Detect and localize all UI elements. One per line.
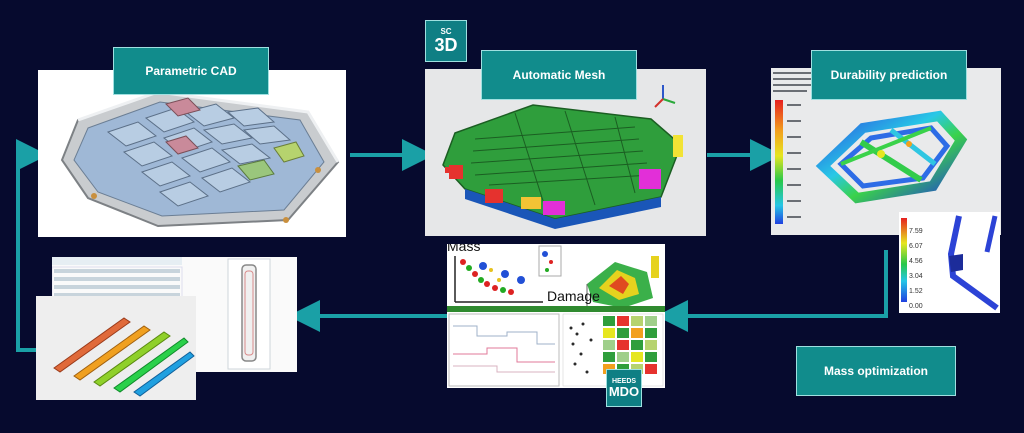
durability-contour: [773, 72, 968, 224]
design-table-screenshot: [52, 257, 271, 370]
pareto-plot: [454, 256, 543, 303]
heeds-logo-bottom: MDO: [608, 384, 640, 399]
mass-optimization-label-text: Mass optimization: [823, 364, 928, 378]
mass-optimization-label: Mass optimization: [796, 346, 956, 396]
tick-label: 0.00: [909, 303, 923, 310]
parametric-bars-panel: [36, 296, 196, 400]
tick-label: 6.07: [909, 243, 923, 250]
mesh-panel: [425, 69, 706, 236]
axis-triad-icon: [654, 85, 676, 108]
heeds-results-panel: Mass Damage: [447, 244, 665, 388]
pareto-y-label: Mass: [447, 244, 481, 254]
parametric-bars-model: [53, 317, 195, 397]
mesh-label: Automatic Mesh: [481, 50, 637, 100]
durability-detail-inset: 7.59 6.07 4.56 3.04 1.52 0.00: [899, 212, 1000, 313]
sc3d-logo: SC 3D: [425, 20, 467, 62]
tick-label: 7.59: [909, 228, 923, 235]
sc3d-logo-top: SC: [440, 27, 452, 36]
cad-label-text: Parametric CAD: [145, 64, 237, 78]
mesh-model: [442, 85, 683, 229]
cad-panel: [38, 70, 346, 237]
durability-label: Durability prediction: [811, 50, 967, 100]
durability-label-text: Durability prediction: [830, 68, 948, 82]
detail-colorbar-ticks: 7.59 6.07 4.56 3.04 1.52 0.00: [909, 224, 929, 313]
pareto-x-label: Damage: [547, 288, 600, 304]
tick-label: 1.52: [909, 288, 923, 295]
battery-pack-cad-model: [60, 90, 340, 228]
heeds-collage: [447, 245, 665, 387]
tick-label: 4.56: [909, 258, 923, 265]
sc3d-logo-bottom: 3D: [434, 35, 458, 55]
heeds-mdo-logo: HEEDS MDO: [606, 369, 642, 407]
mesh-label-text: Automatic Mesh: [512, 68, 606, 82]
tick-label: 3.04: [909, 273, 923, 280]
heeds-logo-top: HEEDS: [611, 378, 637, 385]
cad-label: Parametric CAD: [113, 47, 269, 95]
detail-colorbar: [901, 215, 999, 311]
arrow-results-to-cad: [16, 139, 48, 352]
arrow-durability-to-mass: [656, 250, 888, 332]
